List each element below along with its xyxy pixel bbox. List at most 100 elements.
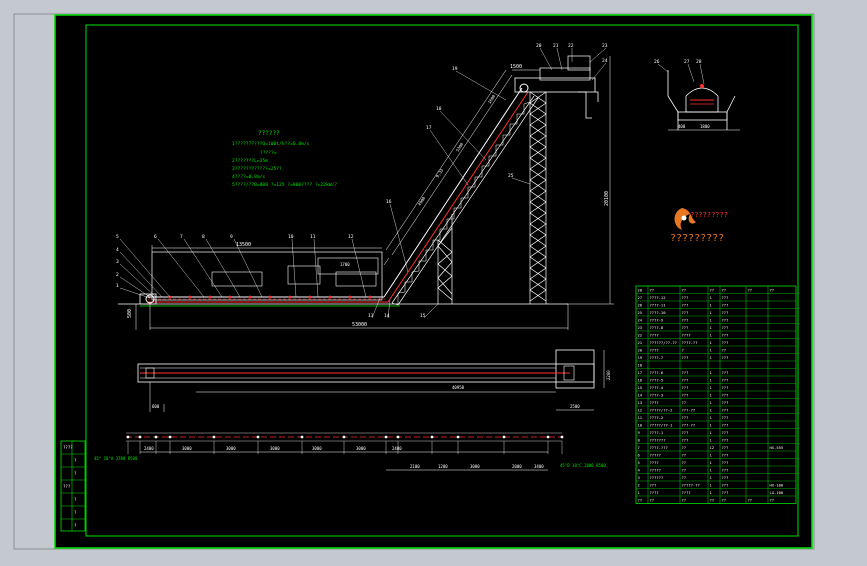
table-cell: ??	[682, 468, 687, 473]
table-cell: ???	[722, 483, 729, 488]
table-cell: ???	[722, 408, 729, 413]
table-cell: ???	[722, 325, 729, 330]
table-cell: ??	[748, 288, 753, 293]
table-cell: ????-9	[650, 318, 664, 323]
part-callout: 12	[348, 234, 354, 240]
notes-line-0: 1??????????Q=100t/h??=0.8m/s	[232, 141, 310, 147]
part-callout: 3	[116, 259, 119, 265]
idler-mark	[168, 435, 172, 439]
dim-plan-right: 2500	[570, 404, 580, 409]
table-cell: 28	[638, 288, 643, 293]
table-cell: 8	[638, 438, 641, 443]
stamp-text-5: ?	[74, 510, 77, 515]
table-cell: 13	[638, 400, 643, 405]
table-cell: ????	[650, 333, 659, 338]
part-callout: 28	[696, 59, 702, 65]
table-cell: ??	[682, 400, 687, 405]
table-cell: ?????-??	[682, 483, 700, 488]
notes-line-3: 3???????????+=25??	[232, 166, 282, 172]
table-cell: 5	[638, 460, 640, 465]
idler-mark	[300, 435, 304, 439]
table-cell: ??	[722, 288, 727, 293]
table-cell: ?????/??-1	[650, 423, 674, 428]
table-cell: 1	[710, 295, 713, 300]
table-cell: ???	[722, 378, 729, 383]
part-callout: 2	[116, 272, 119, 278]
dim-right-height: 20100	[604, 191, 610, 206]
table-cell: ????-1	[650, 430, 664, 435]
elev-left-note: 45° 10°A 3700 R500	[94, 456, 138, 461]
callout-leader	[591, 62, 607, 81]
table-cell: ????-???	[650, 445, 668, 450]
table-cell: 1	[710, 348, 713, 353]
table-cell: ????-2	[650, 415, 664, 420]
callout-leader	[351, 238, 367, 298]
drawing-inner-frame	[85, 24, 799, 537]
spacing-label: 2000	[512, 464, 522, 469]
table-cell: 11	[638, 415, 643, 420]
table-cell: ???	[682, 295, 689, 300]
spacing-label: 1200	[438, 464, 448, 469]
table-cell: ??	[770, 498, 775, 503]
table-cell: ???	[682, 325, 689, 330]
table-cell: 27	[638, 295, 643, 300]
table-cell: ??????	[650, 475, 664, 480]
stamp-text-3: ???	[63, 484, 71, 489]
table-cell: ??????/??-??	[650, 340, 677, 345]
table-cell: ??	[710, 498, 715, 503]
table-cell: 25	[638, 310, 643, 315]
table-cell: 15	[638, 385, 643, 390]
callout-leader	[371, 297, 381, 319]
spacing-label: 2400	[144, 446, 154, 451]
callout-leader	[119, 251, 163, 298]
callout-leader	[119, 263, 157, 298]
table-cell: ???	[722, 423, 729, 428]
table-cell: 1	[710, 340, 713, 345]
callout-leader	[657, 63, 669, 73]
part-callout: 13	[368, 313, 374, 319]
logo-caption: ?????????	[670, 233, 724, 244]
dim-incline-a: 4900	[417, 195, 427, 206]
table-cell: ???	[682, 310, 689, 315]
part-callout: 17	[426, 125, 432, 131]
part-callout: 21	[553, 43, 559, 49]
table-cell: ????	[682, 490, 691, 495]
table-cell: ????-11	[650, 303, 667, 308]
table-cell: 21	[638, 340, 643, 345]
table-cell: 1	[710, 385, 713, 390]
table-cell: ???	[722, 453, 729, 458]
callout-leader	[455, 70, 507, 101]
table-cell: 1	[710, 453, 713, 458]
table-cell: ???	[722, 340, 729, 345]
callout-leader	[157, 238, 205, 298]
part-callout: 27	[684, 59, 690, 65]
table-cell: ???	[682, 385, 689, 390]
table-cell: HX-555	[770, 445, 784, 450]
dim-incline-d: 9,33	[435, 167, 445, 178]
table-cell: 23	[638, 325, 643, 330]
table-frame	[635, 285, 797, 504]
table-cell: 22	[638, 333, 643, 338]
idler-mark	[138, 435, 142, 439]
table-cell: ???	[722, 370, 729, 375]
flame-icon	[674, 208, 696, 230]
table-cell: ??	[710, 288, 715, 293]
notes-line-2: 2???????L=35m	[232, 158, 268, 164]
table-cell: ??	[722, 498, 727, 503]
part-callout: 6	[154, 234, 157, 240]
table-cell: ???	[722, 438, 729, 443]
table-cell: 1	[710, 475, 713, 480]
dim-left-span: 13500	[236, 242, 251, 248]
table-cell: ??	[682, 453, 687, 458]
table-cell: ???	[722, 415, 729, 420]
table-cell: 6	[638, 453, 641, 458]
table-cell: 3	[638, 475, 640, 480]
table-cell: ???	[682, 378, 689, 383]
table-cell: 1	[710, 490, 713, 495]
table-cell: 1	[710, 483, 713, 488]
table-cell: ?????/??-2	[650, 408, 673, 413]
table-cell: ???????	[650, 438, 666, 443]
part-callout: 18	[436, 106, 442, 112]
stamp-text-0: ????	[63, 445, 73, 450]
